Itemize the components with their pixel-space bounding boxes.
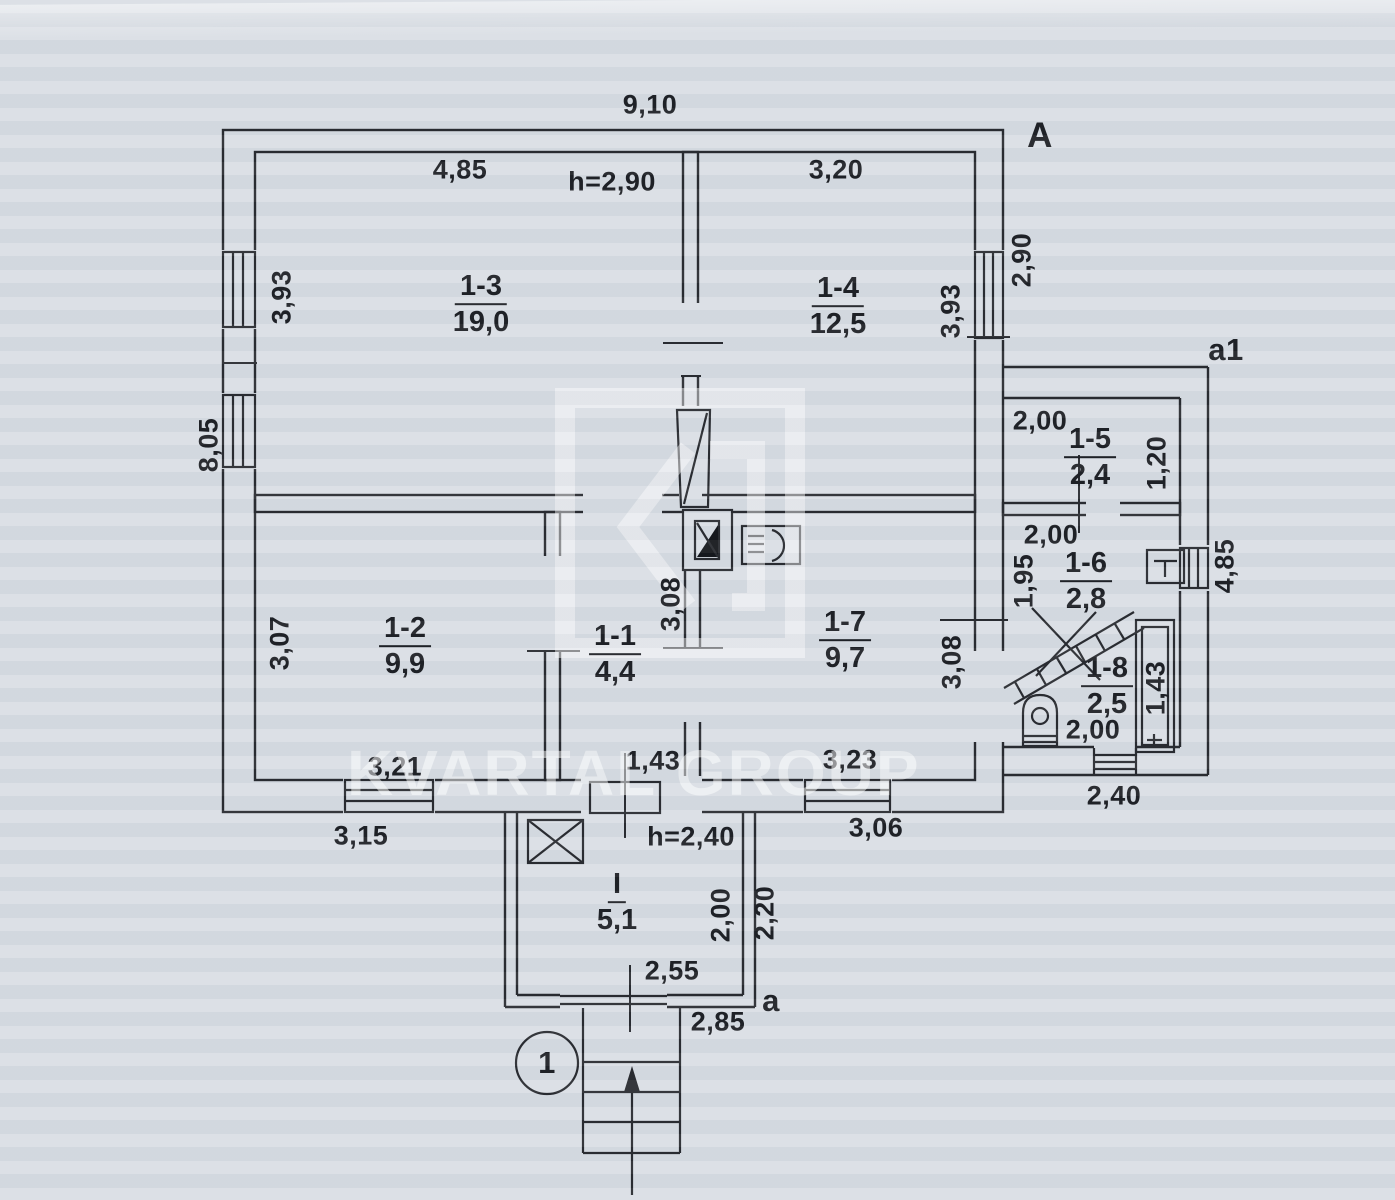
section-letter-annex: a1 [1208, 332, 1244, 367]
section-letter-porch: a [762, 983, 780, 1018]
room-area: 12,5 [809, 308, 867, 341]
wall-openings [221, 250, 1210, 1009]
dim-annex-steps: 2,40 [1086, 780, 1142, 811]
room-number: 1-3 [455, 270, 507, 306]
heater-icon [1145, 548, 1186, 585]
dim-r16-width: 2,00 [1023, 519, 1079, 550]
dim-r14-depth: 3,93 [935, 283, 966, 339]
room-label-1-7: 1-7 9,7 [819, 606, 871, 675]
room-label-1-4: 1-4 12,5 [809, 272, 867, 341]
room-label-1-8: 1-8 2,5 [1081, 652, 1133, 721]
room-label-1-2: 1-2 9,9 [379, 612, 431, 681]
room-label-porch: I 5,1 [596, 868, 638, 937]
features [221, 250, 1210, 1195]
room-area: 19,0 [452, 306, 510, 339]
room-number: 1-1 [589, 620, 641, 656]
room-number: 1-2 [379, 612, 431, 648]
dim-r12-width-outer: 3,15 [333, 820, 389, 851]
room-label-1-1: 1-1 4,4 [589, 620, 641, 689]
room-label-1-5: 1-5 2,4 [1064, 423, 1116, 492]
dim-r16-depth: 1,95 [1008, 553, 1039, 609]
stove-icon [681, 508, 734, 572]
room-area: 9,7 [824, 642, 866, 675]
dim-porch-inner-depth: 2,00 [705, 887, 736, 943]
shower-tray [1134, 618, 1176, 754]
flue-shaft [675, 408, 712, 509]
room-area: 2,4 [1069, 459, 1111, 492]
window-annex-room16 [1178, 546, 1210, 590]
main-outer-wall [221, 128, 1005, 814]
entrance-stairs [581, 1008, 682, 1155]
entrance-arrow [624, 1066, 640, 1195]
room-number: 1-4 [812, 272, 864, 308]
porch-window-icon [526, 818, 585, 865]
dim-r17-width: 3,23 [822, 744, 878, 775]
room-area: 4,4 [594, 656, 636, 689]
dim-right-offset: 2,90 [1006, 232, 1037, 288]
watermark-logo [555, 388, 805, 658]
dim-porch-inner-width: 2,55 [644, 955, 700, 986]
window-bottom-room12 [343, 778, 435, 814]
dim-r11-depth: 3,08 [655, 576, 686, 632]
dim-left-height: 8,05 [193, 417, 224, 473]
dim-r18-tray: 1,43 [1140, 660, 1171, 716]
dimension-ticks [223, 336, 1080, 1032]
window-left-lower [221, 393, 257, 469]
dim-r17-width-outer: 3,06 [848, 812, 904, 843]
cellar-stair-band [1003, 607, 1145, 705]
room-label-1-3: 1-3 19,0 [452, 270, 510, 339]
window-left-upper [221, 250, 257, 329]
room-label-1-6: 1-6 2,8 [1060, 547, 1112, 616]
dim-r13-depth: 3,93 [266, 269, 297, 325]
room-number: 1-7 [819, 606, 871, 642]
window-bottom-room17 [803, 778, 892, 814]
dim-porch-outer-depth: 2,20 [749, 885, 780, 941]
dim-r17-depth: 3,08 [936, 634, 967, 690]
dim-annex-right-height: 4,85 [1209, 538, 1240, 594]
dim-porch-outer-width: 2,85 [690, 1006, 746, 1037]
section-letter-main: A [1027, 116, 1053, 155]
dim-r12-width: 3,21 [367, 751, 423, 782]
dim-overall-width: 9,10 [622, 89, 678, 120]
boiler-icon [740, 524, 802, 566]
room-number: I [607, 868, 627, 904]
entrance-marker-number: 1 [538, 1045, 556, 1080]
room-number: 1-5 [1064, 423, 1116, 459]
toilet-icon [1021, 693, 1059, 748]
dim-r15-depth: 1,20 [1141, 435, 1172, 491]
room-number: 1-6 [1060, 547, 1112, 583]
ceiling-height-main: h=2,90 [568, 166, 656, 197]
ceiling-height-porch: h=2,40 [647, 821, 735, 852]
dim-r14-width: 3,20 [808, 154, 864, 185]
annex-steps [1092, 748, 1138, 775]
room-number: 1-8 [1081, 652, 1133, 688]
dim-r11-door: 1,43 [625, 745, 681, 776]
room-area: 2,5 [1086, 688, 1128, 721]
room-area: 2,8 [1065, 583, 1107, 616]
dim-r15-width: 2,00 [1012, 405, 1068, 436]
dim-r12-depth: 3,07 [264, 615, 295, 671]
room-area: 5,1 [596, 904, 638, 937]
dim-r13-width: 4,85 [432, 154, 488, 185]
entrance-marker-circle [514, 1030, 580, 1096]
room-area: 9,9 [384, 648, 426, 681]
dim-r18-width: 2,00 [1065, 714, 1121, 745]
